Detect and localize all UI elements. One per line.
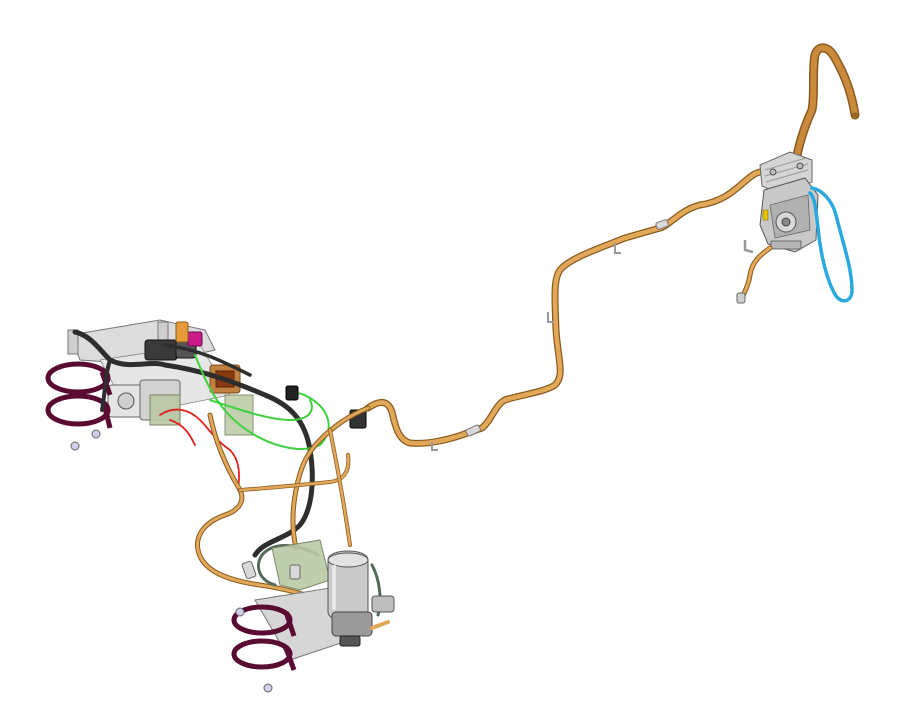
tank-clamp-strap <box>45 393 111 427</box>
dryer-mounting-bracket <box>271 539 331 591</box>
clamp-bolt <box>70 441 80 451</box>
clamp-bolt <box>263 683 273 693</box>
pipe-union-fitting <box>465 424 481 437</box>
dryer-purge-valve <box>339 635 361 647</box>
wiring-harness <box>72 329 367 558</box>
pipe-union-fitting <box>655 219 669 230</box>
dryer-heater-connector <box>371 595 395 613</box>
orange-valve <box>175 321 189 343</box>
mounting-clamps-lower <box>231 604 297 693</box>
drain-fitting <box>736 292 746 304</box>
hose-fitting <box>289 564 301 580</box>
solenoid-valve <box>144 339 178 361</box>
intake-pipe-end <box>851 112 859 118</box>
compressor-coolant-hose <box>808 186 854 303</box>
compressor-intake-pipe <box>791 43 860 165</box>
discharge-line <box>364 168 764 451</box>
air-compressor <box>743 151 819 254</box>
pipe-clip <box>431 442 438 451</box>
compressor-head-bolt <box>796 162 804 170</box>
valve-connector <box>187 331 203 347</box>
compressor-drain-line <box>736 245 773 304</box>
supply-lines <box>194 405 371 603</box>
tank-clamp-strap <box>45 361 111 395</box>
air-dryer <box>241 539 395 661</box>
harness-connector <box>285 385 299 401</box>
compressor-head-bolt <box>769 168 777 176</box>
tank-clamp-strap <box>231 638 293 670</box>
pipe-clip <box>547 312 554 323</box>
dryer-head <box>331 611 373 637</box>
compressor-bracket <box>743 240 754 254</box>
pipe-clip <box>614 243 621 254</box>
dryer-outlet-fitting <box>370 620 390 630</box>
valve-bracket <box>67 329 79 355</box>
clamp-bolt <box>91 429 101 439</box>
clamp-bolt <box>235 607 245 617</box>
discharge-line-tube <box>365 169 763 446</box>
compressor-yellow-tag <box>762 209 769 221</box>
hose-fitting <box>241 560 257 580</box>
